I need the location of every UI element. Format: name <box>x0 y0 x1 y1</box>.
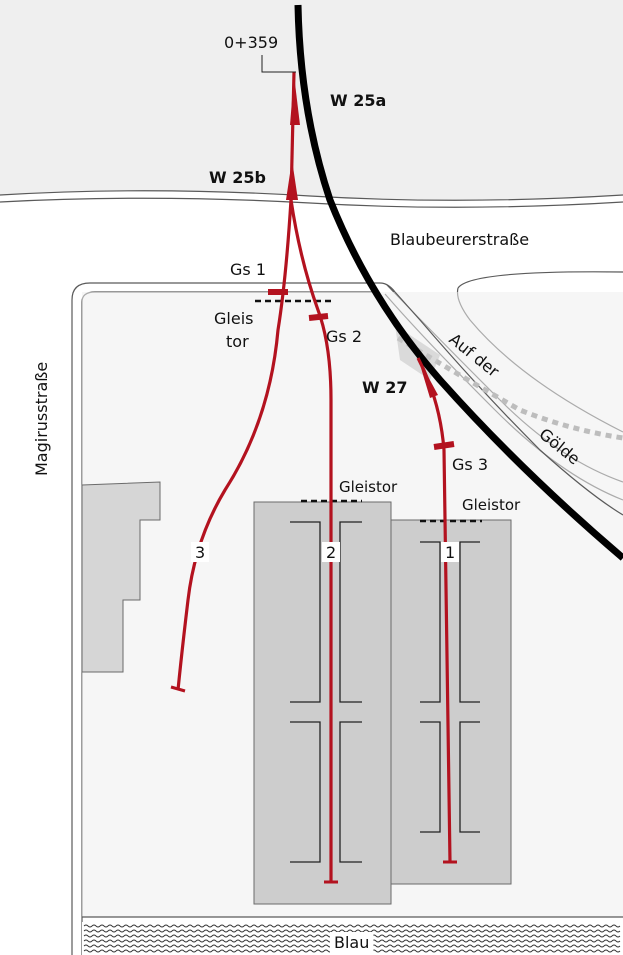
hall-inner-rails <box>290 521 480 863</box>
river-label: Blau <box>334 933 369 952</box>
gate-left-label-1: Gleis <box>214 309 253 328</box>
river-label-backing <box>330 932 374 953</box>
switch-w25b-label: W 25b <box>209 168 266 187</box>
track-2-line <box>289 199 333 882</box>
chainage-leader <box>261 55 296 73</box>
track-2-label-box <box>322 542 340 562</box>
gs2-marker <box>308 313 329 321</box>
gate-left-label-2: tor <box>226 332 249 351</box>
river-wave-line <box>83 929 621 933</box>
signal-markers <box>268 289 455 450</box>
blaubeurerstrasse-road <box>0 0 623 208</box>
switch-w25b <box>286 160 298 200</box>
signal-gs2-label: Gs 2 <box>326 327 362 346</box>
switch-w27-label: W 27 <box>362 378 407 397</box>
street-blaubeurerstrasse: Blaubeurerstraße <box>390 230 529 249</box>
switch-w25a-label: W 25a <box>330 91 386 110</box>
switch-w27 <box>418 358 438 398</box>
street-magirusstrasse: Magirusstraße <box>32 362 51 476</box>
gs3-marker <box>433 441 455 450</box>
signal-gs1-label: Gs 1 <box>230 260 266 279</box>
river-wave-line <box>83 924 621 928</box>
chainage-label: 0+359 <box>224 33 278 52</box>
track-1-number: 1 <box>445 543 455 562</box>
track-3-buffer <box>170 685 186 693</box>
mainline-track <box>294 4 623 561</box>
gate-right-label: Gleistor <box>462 496 521 514</box>
hall-building-middle <box>253 501 392 905</box>
building-left <box>81 481 161 673</box>
buffer-stops <box>170 685 457 884</box>
track-3-label-box <box>191 542 209 562</box>
gate-middle-label: Gleistor <box>339 478 398 496</box>
switch-w25a <box>290 75 300 125</box>
signal-gs3-label: Gs 3 <box>452 455 488 474</box>
track-1-label-box <box>441 542 459 562</box>
track-2-number: 2 <box>326 543 336 562</box>
track-3-number: 3 <box>195 543 205 562</box>
